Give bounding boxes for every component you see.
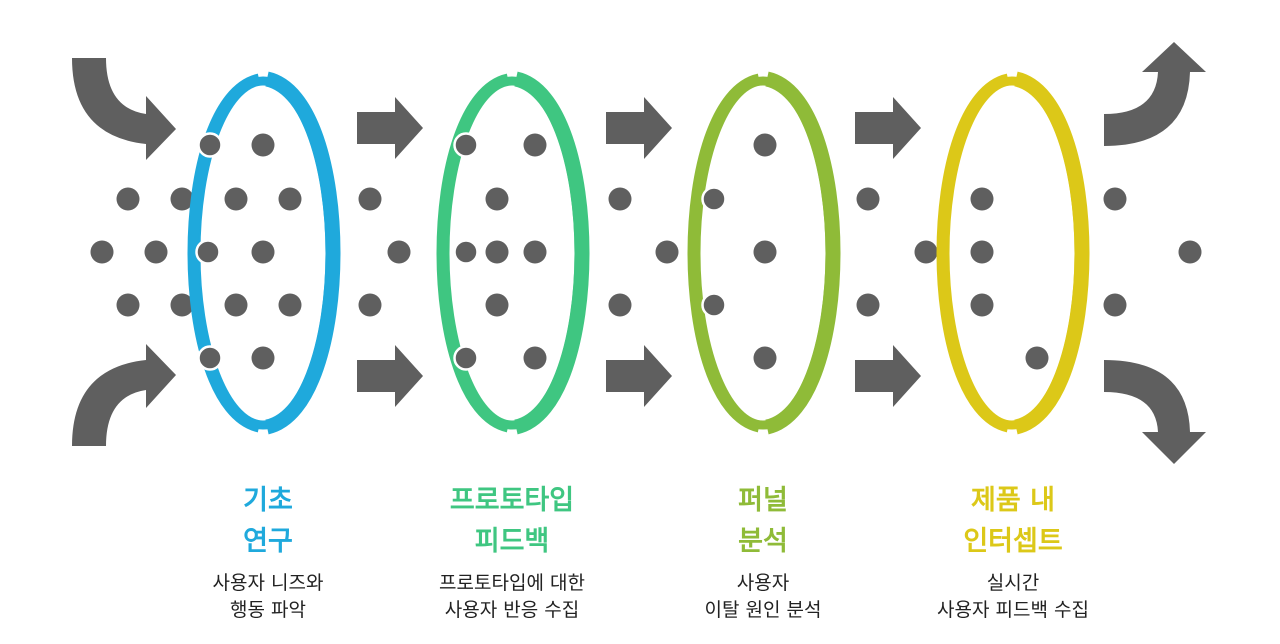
arrow-group xyxy=(72,42,1206,464)
dot xyxy=(251,346,275,370)
dot xyxy=(485,240,509,264)
stage-2-description: 프로토타입에 대한 사용자 반응 수집 xyxy=(439,572,585,621)
dot xyxy=(970,187,994,211)
stage-1-ring-left xyxy=(187,73,261,433)
dot xyxy=(224,293,248,317)
dot xyxy=(358,293,382,317)
ring-dot xyxy=(453,239,479,265)
stage-3-title: 퍼널 분석 xyxy=(738,485,788,557)
curved-arrow-out-bottom-icon xyxy=(1104,360,1206,464)
dot xyxy=(523,133,547,157)
dot xyxy=(116,187,140,211)
dot xyxy=(1178,240,1202,264)
stage-2-title: 프로토타입 피드백 xyxy=(449,485,575,557)
dot xyxy=(753,346,777,370)
stage-1-ring-front xyxy=(264,71,341,435)
dot xyxy=(90,240,114,264)
stage-4-description: 실시간 사용자 피드백 수집 xyxy=(937,572,1089,621)
dot xyxy=(485,187,509,211)
dot xyxy=(170,293,194,317)
dot xyxy=(970,240,994,264)
ring-group xyxy=(187,71,1090,435)
curved-arrow-out-top-icon xyxy=(1104,42,1206,146)
ring-dot xyxy=(453,132,479,158)
dot xyxy=(144,240,168,264)
stage-4-title: 제품 내 인터셉트 xyxy=(963,485,1063,557)
dot xyxy=(1025,346,1049,370)
stage-3-description: 사용자 이탈 원인 분석 xyxy=(704,572,822,621)
dot xyxy=(523,240,547,264)
dot xyxy=(116,293,140,317)
ring-dot xyxy=(197,345,223,371)
stage-2-ring-front xyxy=(513,71,590,435)
dot xyxy=(856,187,880,211)
ring-dot xyxy=(701,292,727,318)
dot xyxy=(970,293,994,317)
curved-arrow-in-bottom-icon xyxy=(72,344,176,446)
stage-4-ring-left xyxy=(936,73,1010,433)
dot xyxy=(753,133,777,157)
dot xyxy=(224,187,248,211)
dot xyxy=(608,187,632,211)
ring-crossing-dots xyxy=(195,132,727,371)
dot xyxy=(170,187,194,211)
stage-2-ring-left xyxy=(436,73,510,433)
dot xyxy=(856,293,880,317)
stage-3-ring-front xyxy=(764,71,841,435)
stage-3-ring-left xyxy=(687,73,761,433)
dot xyxy=(753,240,777,264)
dot xyxy=(251,240,275,264)
ring-dot xyxy=(701,186,727,212)
stage-1-description: 사용자 니즈와 행동 파악 xyxy=(212,572,324,621)
dot xyxy=(278,293,302,317)
arrow-right-icon xyxy=(855,345,921,407)
stage-1-title: 기초 연구 xyxy=(243,485,293,557)
dot xyxy=(278,187,302,211)
arrow-right-icon xyxy=(606,97,672,159)
dot xyxy=(523,346,547,370)
ring-dot xyxy=(195,239,221,265)
dot xyxy=(655,240,679,264)
ring-dot xyxy=(197,132,223,158)
stage-4-ring-front xyxy=(1013,71,1090,435)
arrow-right-icon xyxy=(606,345,672,407)
dot xyxy=(485,293,509,317)
dot xyxy=(608,293,632,317)
arrow-right-icon xyxy=(357,345,423,407)
dot xyxy=(1103,187,1127,211)
arrow-right-icon xyxy=(855,97,921,159)
dot xyxy=(358,187,382,211)
dot xyxy=(914,240,938,264)
dot xyxy=(251,133,275,157)
curved-arrow-in-top-icon xyxy=(72,58,176,160)
dot xyxy=(387,240,411,264)
dot xyxy=(1103,293,1127,317)
arrow-right-icon xyxy=(357,97,423,159)
ring-dot xyxy=(453,345,479,371)
dot-field xyxy=(90,133,1202,370)
